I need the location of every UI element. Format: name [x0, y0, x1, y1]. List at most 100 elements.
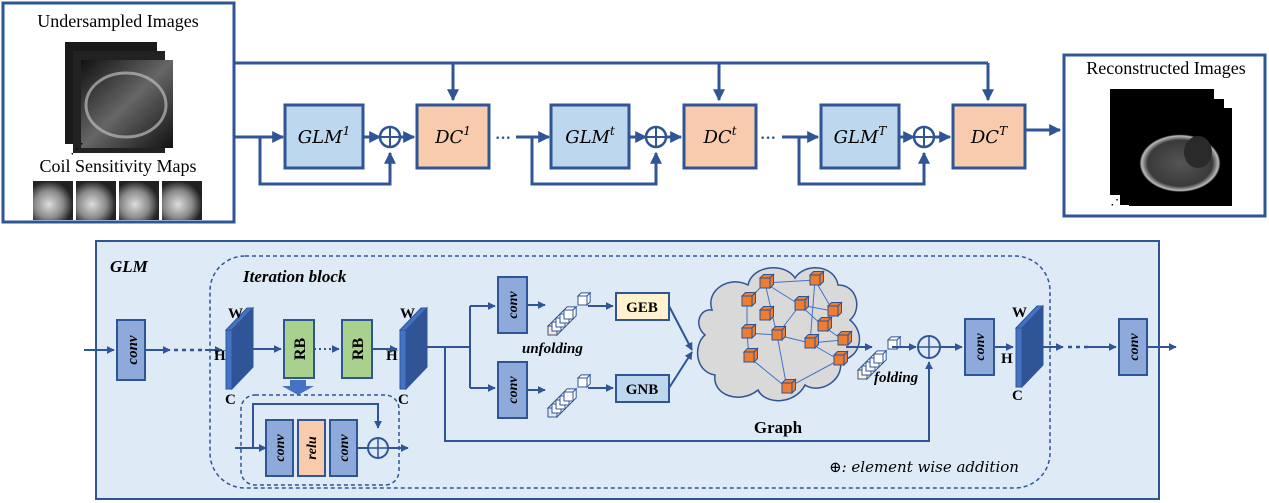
svg-text:DCt: DCt [702, 124, 736, 148]
graph-edge [748, 356, 788, 389]
patch-cube [562, 387, 578, 403]
pipeline-ellipsis-1: ··· [495, 130, 511, 147]
input-conv-label: conv [125, 335, 141, 365]
dc1-sup: 1 [463, 124, 471, 138]
graph-node [740, 323, 757, 340]
unfolding-label: unfolding [522, 341, 583, 357]
graph-node [832, 350, 849, 367]
rb2-label: RB [350, 338, 367, 361]
iteration-block-label: Iteration block [242, 267, 347, 286]
geb-label: GEB [626, 300, 658, 316]
coil-map-3 [119, 181, 159, 220]
svg-text:GLMT: GLMT [834, 124, 888, 148]
dcT-block [951, 103, 1027, 170]
edge-conv-label: conv [506, 291, 521, 319]
svg-text:GLM1: GLM1 [298, 124, 350, 148]
dcT-sup: T [999, 124, 1008, 138]
geb-block [615, 292, 670, 321]
fmap2-w-label: W [400, 306, 415, 322]
fmap1-w-label: W [228, 306, 243, 322]
gnb-label: GNB [626, 382, 659, 398]
fmap3-h-label: H [1001, 351, 1013, 367]
iteration-skip [444, 347, 933, 442]
graph-node [826, 301, 843, 318]
skip-T [797, 137, 930, 186]
graph-node [803, 333, 820, 350]
input-panel: Undersampled Images ⋰ Coil Sensitivity M… [1, 1, 236, 224]
rb-conv2-label: conv [337, 434, 352, 462]
svg-text:DC1: DC1 [434, 124, 471, 148]
undersampled-image-stack [65, 42, 173, 153]
coil-map-1 [33, 181, 73, 220]
fmap3-c-label: C [1012, 388, 1023, 404]
coil-map-2 [76, 181, 116, 220]
final-conv-label: conv [1127, 333, 1142, 361]
input-panel-subtitle: Coil Sensitivity Maps [39, 156, 196, 176]
expand-arrow-icon [282, 380, 314, 395]
legend: ⊕: element wise addition [829, 458, 1019, 476]
svg-text:GLMt: GLMt [565, 124, 615, 148]
rb-conv1-label: conv [273, 434, 288, 462]
graph-cloud [696, 267, 861, 402]
graph-node [836, 330, 853, 347]
iteration-block-frame [209, 255, 1051, 489]
dct-sup: t [732, 124, 737, 138]
glm-detail-title: GLM [110, 257, 149, 276]
graph-node [758, 305, 775, 322]
residual-block-detail: conv relu conv [235, 394, 409, 486]
legend-add-symbol: ⊕ [829, 458, 842, 476]
rb-relu [297, 419, 326, 477]
graph-node [770, 325, 787, 342]
graph-node [758, 273, 775, 290]
glm1-block [283, 103, 365, 170]
graph-label: Graph [754, 418, 803, 437]
rb1-label: RB [292, 338, 309, 361]
graph-node [793, 295, 810, 312]
glmt-label: GLM [565, 127, 610, 148]
patch-cube [576, 291, 592, 307]
feature-map-1 [224, 306, 255, 391]
graph-node [742, 347, 759, 364]
glmT-label: GLM [834, 127, 879, 148]
feature-map-3 [1014, 304, 1045, 389]
graph-node [780, 378, 797, 395]
output-panel: Reconstructed Images ⋰ [1062, 53, 1267, 218]
patch-cube [576, 373, 592, 389]
glm1-label: GLM [298, 127, 343, 148]
dcT-label: DC [970, 127, 999, 148]
fmap1-c-label: C [225, 392, 236, 408]
glm1-sup: 1 [343, 124, 351, 138]
glmT-block [819, 103, 901, 170]
output-panel-title: Reconstructed Images [1086, 58, 1245, 78]
patch-cube [562, 305, 578, 321]
unfolding-patches-top [546, 291, 592, 337]
node-conv-label: conv [506, 376, 521, 404]
dc1-label: DC [434, 127, 463, 148]
folding-patches [856, 335, 902, 381]
reconstructed-image-stack [1110, 89, 1232, 206]
folding-label: folding [874, 370, 919, 386]
skip-1 [258, 137, 396, 186]
input-stack-ellipsis: ⋰ [70, 142, 84, 157]
rb-relu-label: relu [305, 436, 320, 460]
output-iter-conv-label: conv [973, 333, 988, 361]
input-panel-title: Undersampled Images [37, 11, 198, 31]
unfolding-patches-bottom [546, 373, 592, 419]
dct-label: DC [702, 127, 731, 148]
rb-conv-1 [265, 419, 294, 477]
patch-cube [886, 335, 902, 351]
pipeline-ellipsis-2: ··· [760, 130, 776, 147]
glmT-sup: T [878, 124, 887, 138]
graph-node [740, 291, 757, 308]
coil-map-4 [162, 181, 202, 220]
glmt-block [549, 103, 631, 170]
fmap3-w-label: W [1012, 305, 1027, 321]
gnb-block [615, 374, 670, 403]
graph-node [808, 270, 825, 287]
feature-map-2 [398, 306, 429, 391]
rb-block-2 [341, 319, 373, 379]
fmap2-h-label: H [386, 348, 398, 364]
graph-node [816, 316, 833, 333]
skip-t [530, 137, 662, 186]
